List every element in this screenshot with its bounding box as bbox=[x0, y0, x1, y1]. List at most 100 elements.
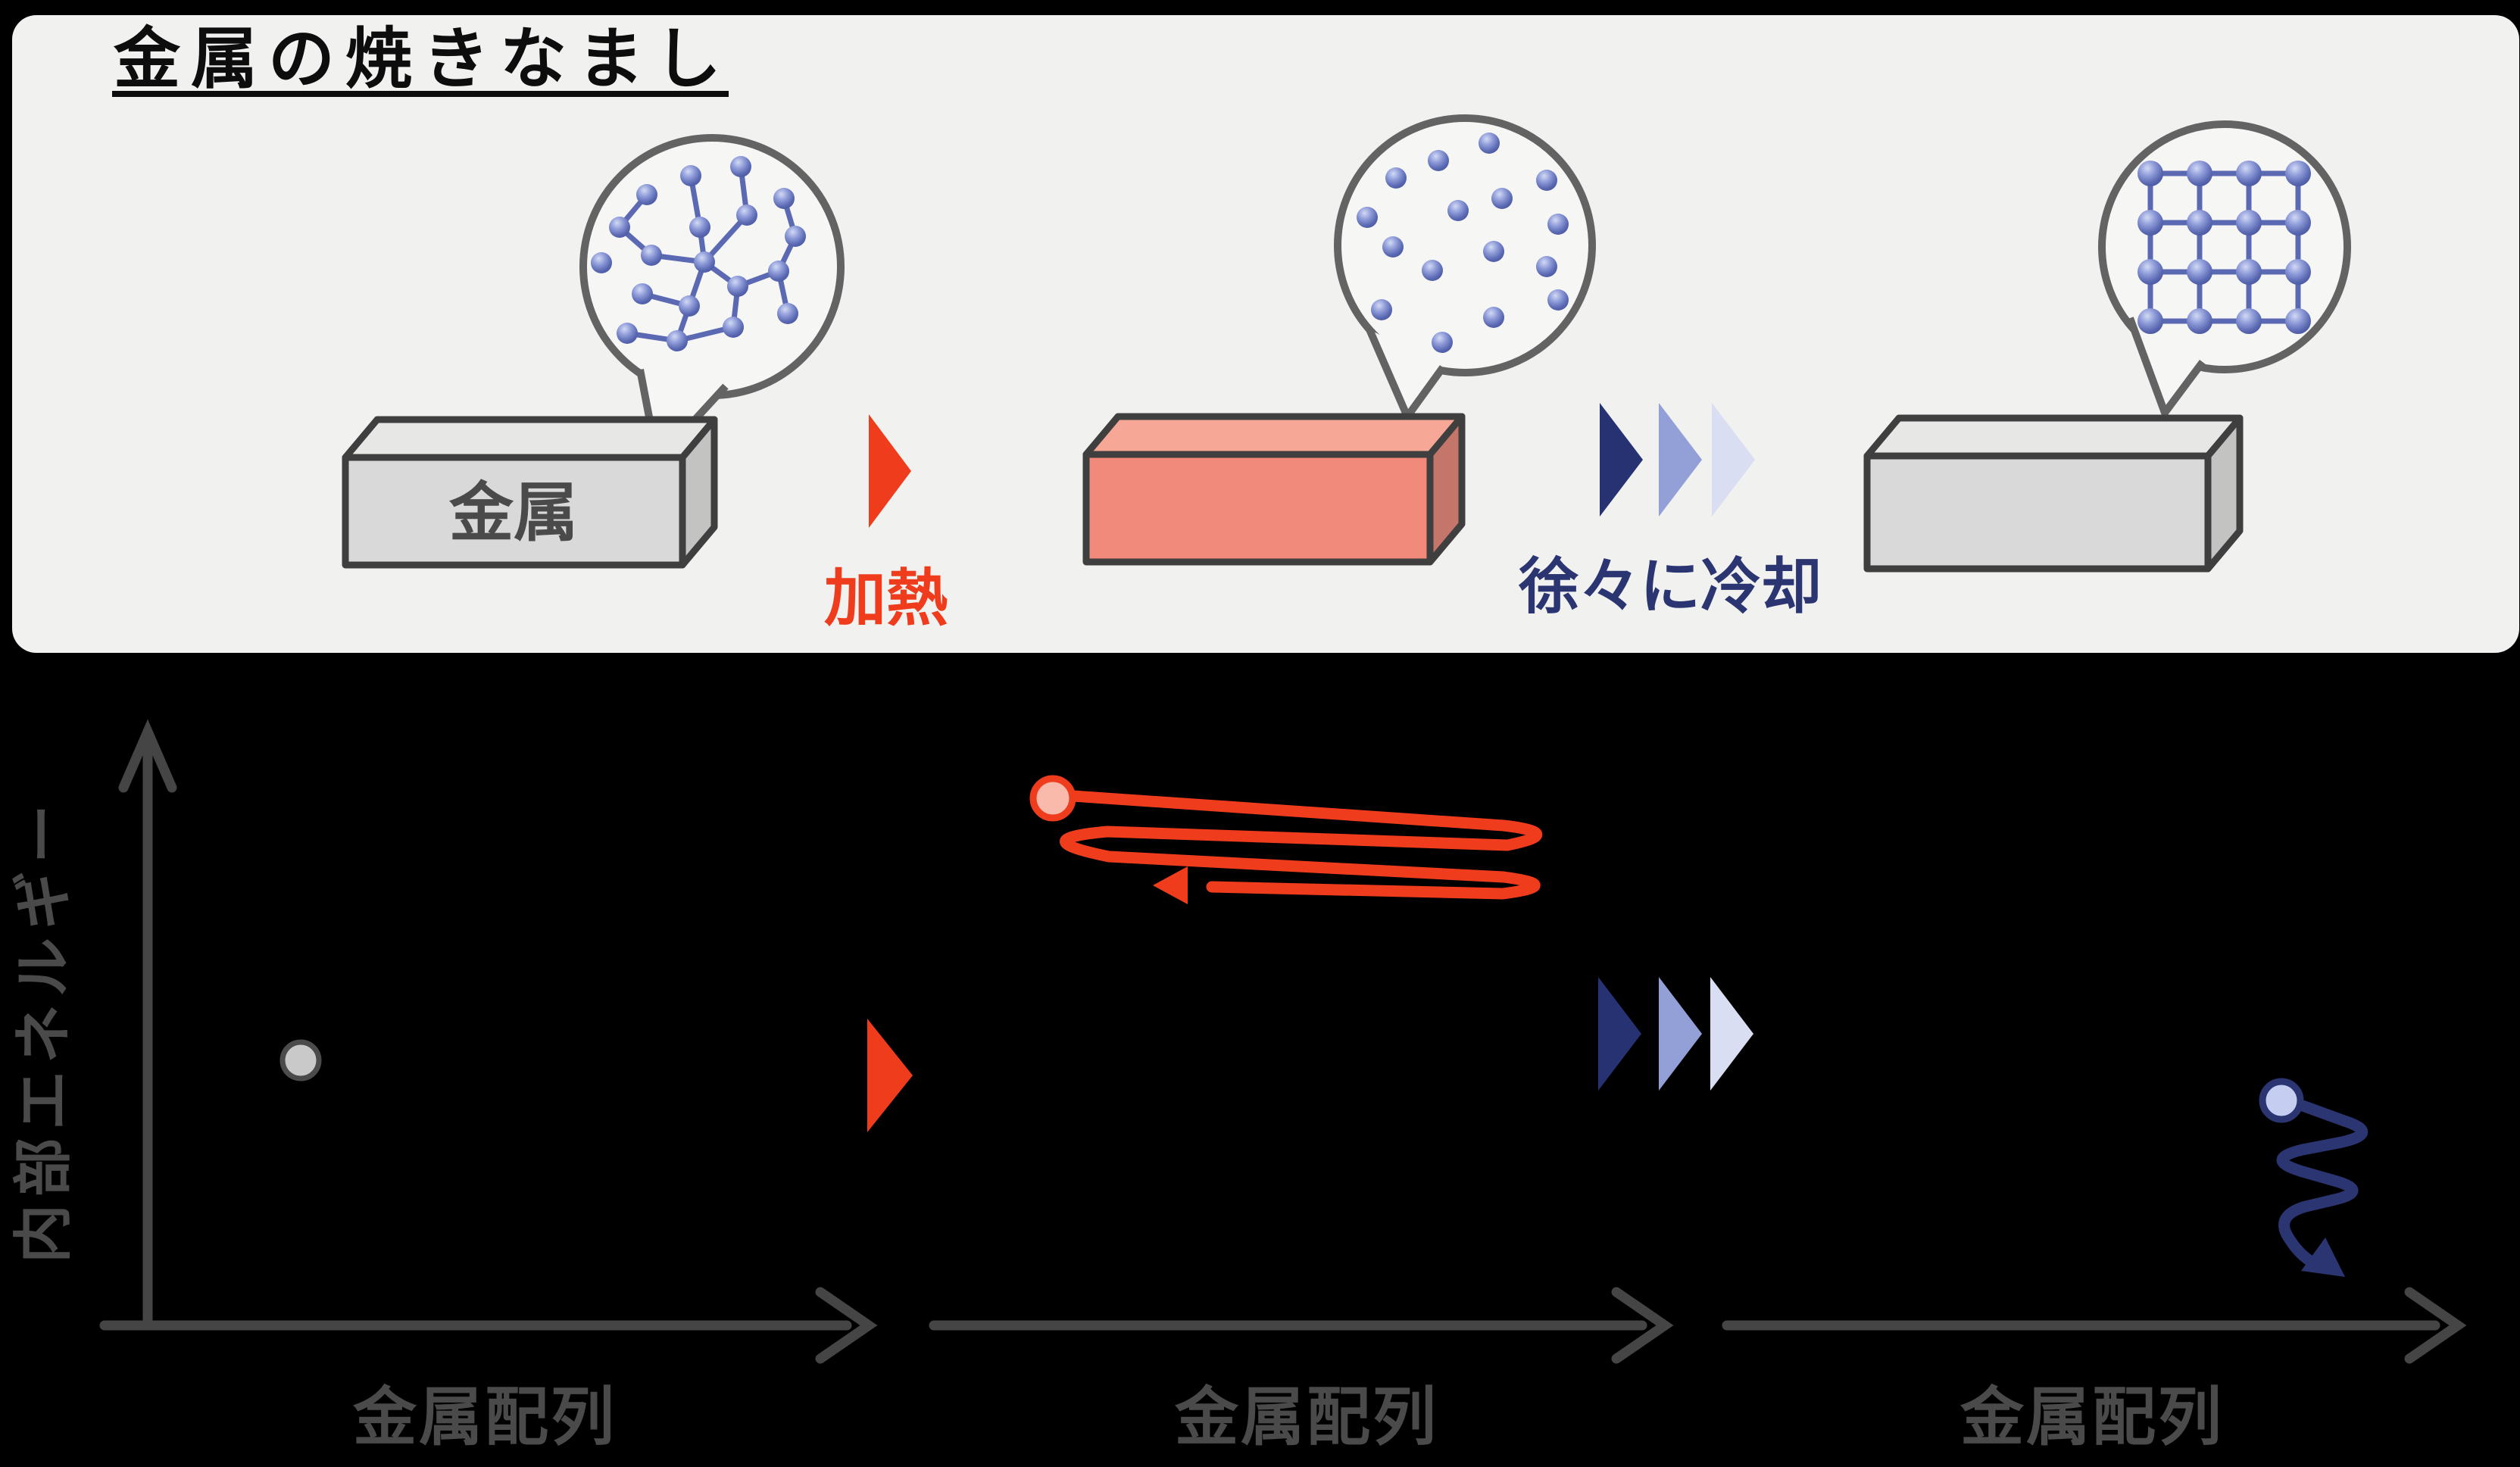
atom-sphere bbox=[2187, 161, 2212, 186]
cool-triangle-2 bbox=[1659, 977, 1702, 1091]
atom-sphere bbox=[636, 184, 657, 205]
annealed-settle-path bbox=[2259, 1078, 2369, 1277]
atom-sphere bbox=[1483, 307, 1504, 328]
atom-sphere bbox=[768, 261, 789, 282]
atom-sphere bbox=[2236, 259, 2262, 285]
atom-sphere bbox=[2187, 259, 2212, 285]
hot-zigzag-line bbox=[1060, 790, 1543, 900]
energy-graphs: 内部エネルギー 金属配列 金属配列 金属配列 bbox=[10, 719, 2467, 1453]
atom-sphere bbox=[727, 276, 748, 297]
block2-front-face bbox=[1082, 451, 1434, 566]
atom-sphere bbox=[609, 217, 630, 238]
cool-triangle-1 bbox=[1600, 403, 1643, 517]
bubble-disordered bbox=[579, 134, 845, 464]
atom-sphere bbox=[1491, 188, 1513, 209]
atom-sphere bbox=[2187, 210, 2212, 236]
y-axis-arrowhead bbox=[118, 719, 177, 793]
atom-sphere bbox=[1422, 260, 1443, 281]
atom-sphere bbox=[1385, 167, 1407, 189]
cool-triangle-3 bbox=[1712, 403, 1755, 517]
atom-sphere bbox=[2137, 308, 2163, 334]
atom-sphere bbox=[1483, 241, 1504, 262]
metal-block-annealed bbox=[1863, 414, 2244, 573]
atom-sphere bbox=[2236, 308, 2262, 334]
settle-squiggle-line bbox=[2276, 1100, 2369, 1271]
atom-sphere bbox=[2285, 161, 2311, 186]
x-axis-3-label: 金属配列 bbox=[1960, 1381, 2224, 1453]
annealed-state-dot bbox=[2259, 1078, 2304, 1123]
atom-sphere bbox=[2285, 259, 2311, 285]
atom-sphere bbox=[1536, 170, 1557, 191]
bubble-lattice-outline bbox=[2098, 120, 2351, 373]
bubble-scattered bbox=[1334, 114, 1596, 420]
atom-sphere bbox=[680, 165, 701, 186]
panel-title: 金属の焼きなまし bbox=[113, 21, 732, 96]
atom-sphere bbox=[723, 317, 744, 338]
metal-block-hot bbox=[1082, 413, 1466, 566]
atom-sphere bbox=[1382, 236, 1404, 258]
atom-sphere bbox=[1432, 332, 1453, 353]
block2-top-face bbox=[1082, 413, 1466, 458]
cool-arrow-top bbox=[1600, 403, 1755, 517]
atom-sphere bbox=[2137, 259, 2163, 285]
atom-sphere bbox=[730, 156, 751, 177]
block3-front-face bbox=[1863, 452, 2212, 573]
atom-sphere bbox=[736, 204, 757, 226]
x-axis-2-label: 金属配列 bbox=[1175, 1381, 1438, 1453]
atom-sphere bbox=[773, 188, 795, 209]
atom-sphere bbox=[1371, 299, 1392, 320]
cool-triangle-3 bbox=[1710, 977, 1753, 1091]
atom-sphere bbox=[591, 252, 612, 273]
atom-sphere bbox=[679, 295, 700, 317]
atom-sphere bbox=[1547, 214, 1569, 235]
atom-sphere bbox=[667, 330, 688, 351]
atom-sphere bbox=[1428, 150, 1449, 171]
atom-sphere bbox=[694, 251, 715, 273]
atom-sphere bbox=[689, 217, 710, 238]
cool-triangle-1 bbox=[1598, 977, 1641, 1091]
settle-squiggle-arrowhead bbox=[2301, 1238, 2345, 1277]
lattice-atoms bbox=[2137, 161, 2311, 334]
atom-sphere bbox=[2285, 308, 2311, 334]
atom-sphere bbox=[2236, 210, 2262, 236]
metal-block-label: 金属 bbox=[448, 478, 578, 550]
heat-arrow-icon bbox=[869, 414, 911, 528]
bubble-lattice bbox=[2098, 120, 2351, 417]
atom-sphere bbox=[2137, 210, 2163, 236]
atom-sphere bbox=[2137, 161, 2163, 186]
atom-sphere bbox=[1357, 207, 1378, 228]
hot-zigzag-arrowhead bbox=[1153, 866, 1188, 904]
atom-sphere bbox=[1479, 133, 1500, 154]
atom-sphere bbox=[1536, 256, 1557, 277]
cool-arrow-label: 徐々に冷却 bbox=[1518, 553, 1822, 620]
initial-state-dot bbox=[279, 1039, 322, 1082]
atom-sphere bbox=[641, 245, 662, 266]
disordered-atoms bbox=[591, 156, 806, 351]
atom-sphere bbox=[2285, 210, 2311, 236]
heat-arrow-label: 加熱 bbox=[824, 564, 948, 633]
atom-sphere bbox=[632, 283, 653, 304]
metal-block-cold bbox=[342, 416, 718, 569]
x-axis-1-label: 金属配列 bbox=[353, 1381, 617, 1453]
cool-triangle-2 bbox=[1659, 403, 1702, 517]
atom-sphere bbox=[1447, 200, 1469, 221]
x-axis-3-arrowhead bbox=[2404, 1287, 2467, 1364]
cool-arrow-bottom bbox=[1598, 977, 1753, 1091]
block3-top-face bbox=[1863, 414, 2244, 460]
y-axis-label: 内部エネルギー bbox=[10, 797, 77, 1263]
x-axis-1-arrowhead bbox=[815, 1287, 878, 1364]
atom-sphere bbox=[777, 303, 798, 324]
x-axis-2-arrowhead bbox=[1611, 1287, 1674, 1364]
atom-sphere bbox=[785, 226, 806, 247]
heated-state-dot bbox=[1029, 775, 1076, 822]
atom-sphere bbox=[617, 323, 638, 344]
bubble-lattice-tail bbox=[2126, 317, 2206, 417]
heat-arrow-icon-bottom bbox=[867, 1019, 913, 1132]
block1-top-face bbox=[342, 416, 718, 461]
hot-search-path bbox=[1029, 775, 1543, 904]
atom-sphere bbox=[1547, 289, 1569, 311]
block1-front-face bbox=[342, 454, 686, 569]
atom-sphere bbox=[2236, 161, 2262, 186]
atom-sphere bbox=[2187, 308, 2212, 334]
